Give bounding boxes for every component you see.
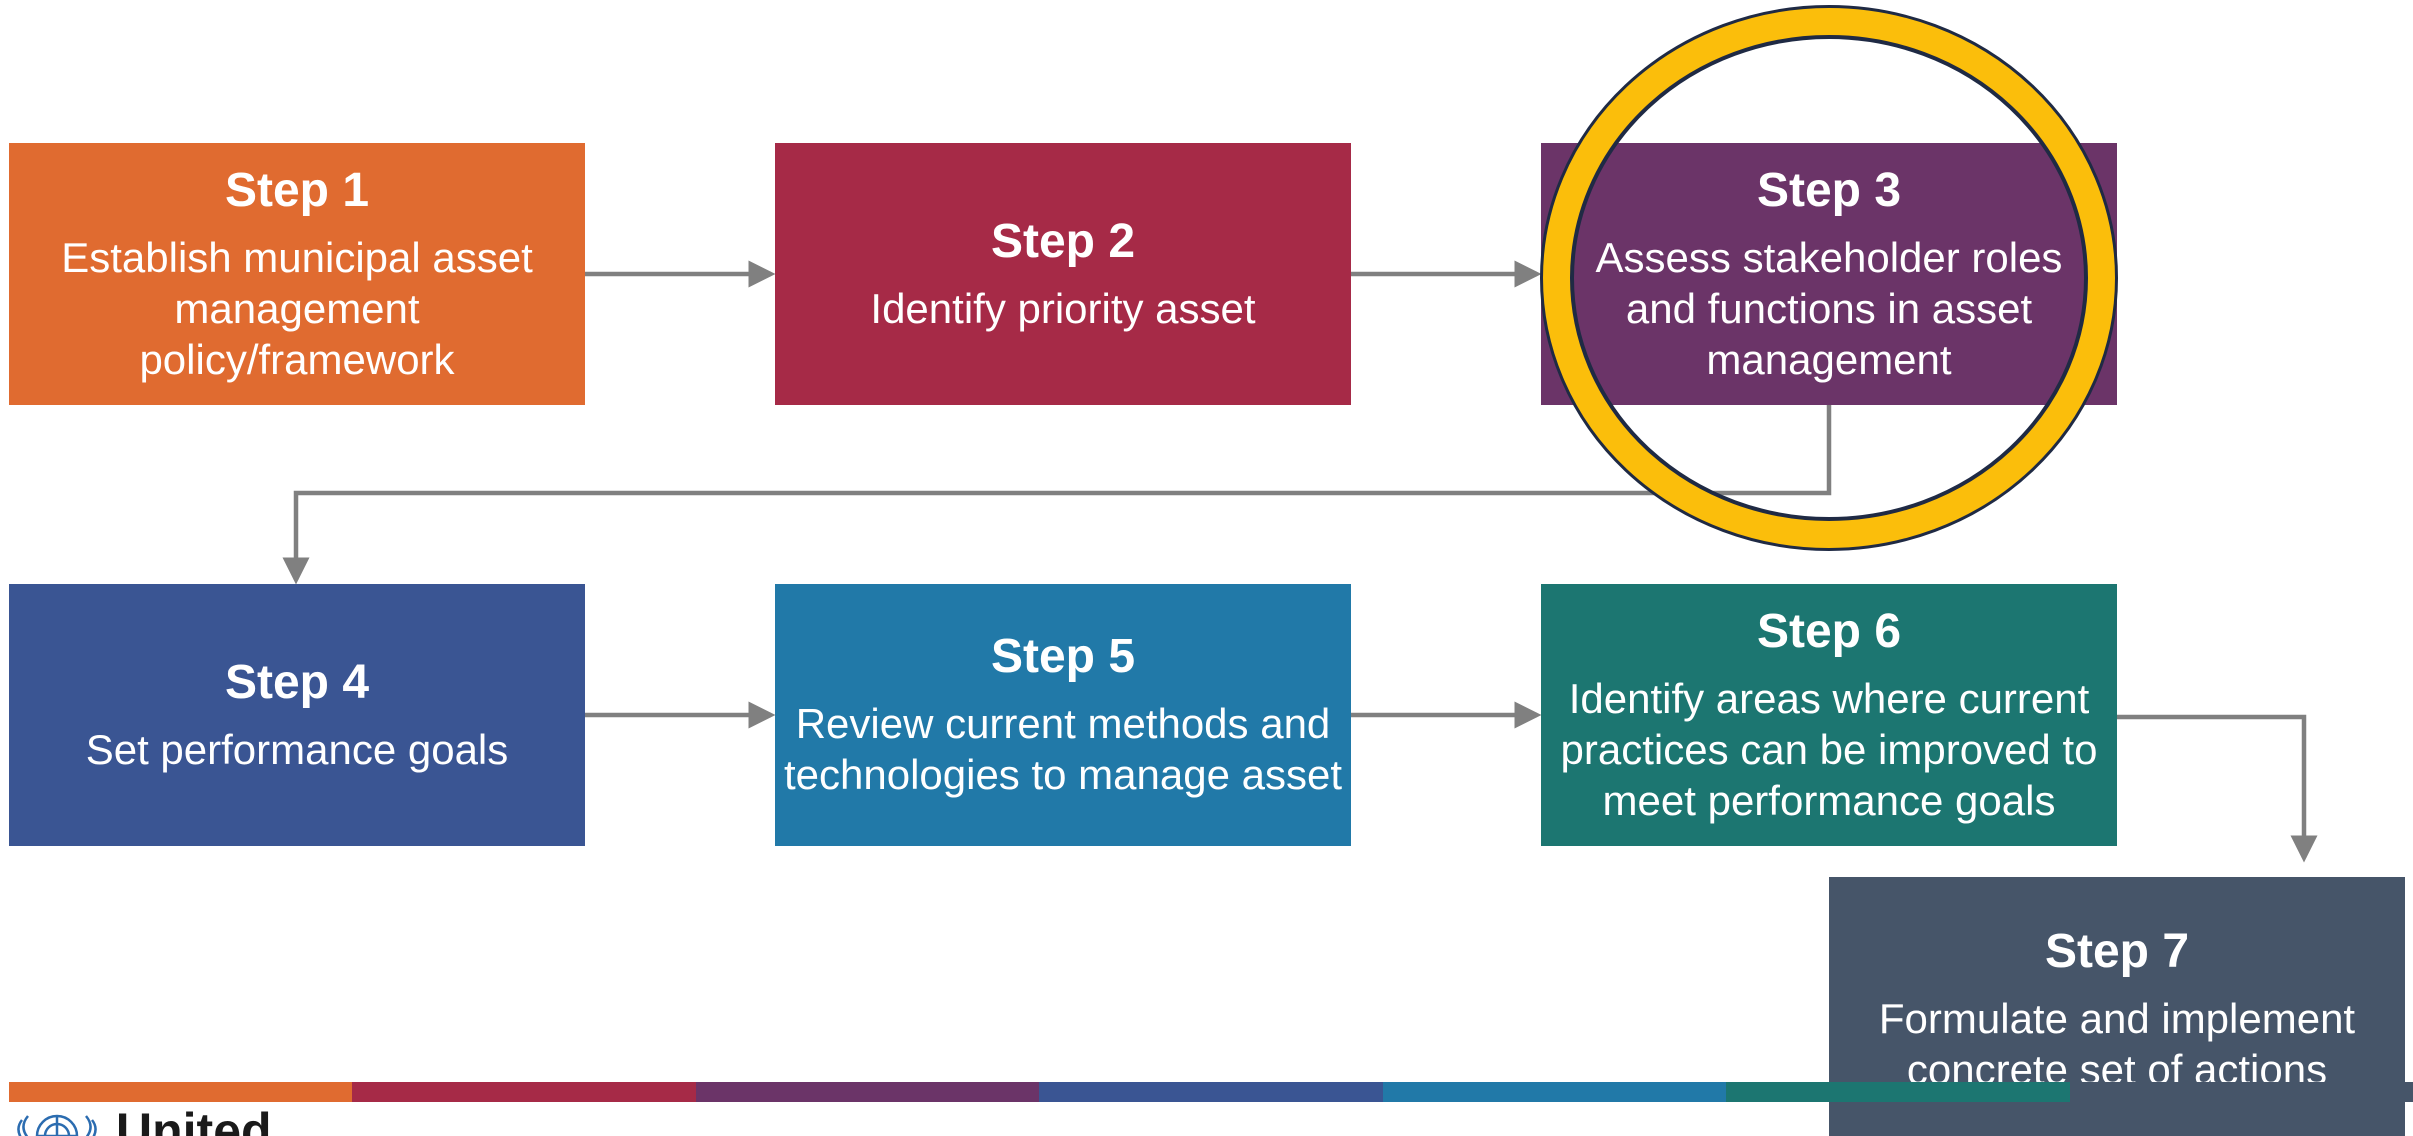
step-1-title: Step 1 <box>224 163 370 217</box>
un-logo: United <box>10 1110 272 1136</box>
step-1-description: Establish municipal asset management pol… <box>61 233 533 383</box>
color-bar-segment <box>695 1082 1040 1102</box>
step-7-description: Formulate and implement concrete set of … <box>1878 995 2356 1093</box>
step-3-description: Assess stakeholder roles and functions i… <box>1595 233 2063 383</box>
arrow-step3-step4 <box>282 405 1832 585</box>
step-6-title: Step 6 <box>1756 604 1902 658</box>
color-bar-segment <box>352 1082 696 1102</box>
step-4-description: Set performance goals <box>85 725 509 773</box>
step-1-box: Step 1 Establish municipal asset managem… <box>9 143 585 405</box>
color-bar-segment <box>2069 1082 2413 1102</box>
logo-text: United <box>116 1110 272 1136</box>
un-emblem-icon <box>17 1114 97 1136</box>
step-5-title: Step 5 <box>990 630 1136 683</box>
step-7-title: Step 7 <box>2044 925 2190 978</box>
color-bar-segment <box>1726 1082 2070 1102</box>
step-3-box: Step 3 Assess stakeholder roles and func… <box>1541 143 2117 405</box>
step-4-title: Step 4 <box>224 655 370 709</box>
step-6-box: Step 6 Identify areas where current prac… <box>1541 584 2117 846</box>
color-bar-segment <box>9 1082 353 1102</box>
step-6-description: Identify areas where current practices c… <box>1560 674 2098 824</box>
color-bar-segment <box>1382 1082 1727 1102</box>
step-2-box: Step 2 Identify priority asset <box>775 143 1351 405</box>
color-bar-segment <box>1039 1082 1383 1102</box>
step-5-box: Step 5 Review current methods and techno… <box>775 584 1351 846</box>
step-3-title: Step 3 <box>1756 163 1902 217</box>
arrow-step6-step7 <box>2117 714 2318 863</box>
footer-color-bar <box>9 1082 2413 1102</box>
step-5-description: Review current methods and technologies … <box>783 700 1343 798</box>
step-4-box: Step 4 Set performance goals <box>9 584 585 846</box>
step-2-description: Identify priority asset <box>870 284 1256 332</box>
step-2-title: Step 2 <box>990 214 1136 268</box>
